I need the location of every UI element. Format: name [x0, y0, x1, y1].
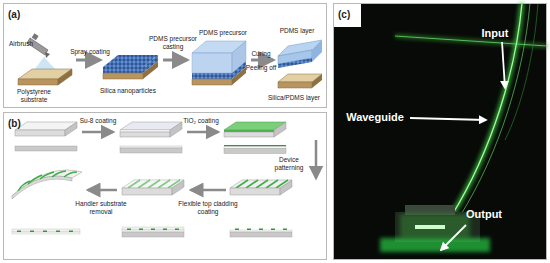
part-label: Peeling off [240, 64, 282, 72]
part-label: TiO₂ coating [178, 117, 224, 125]
process-arrow [315, 140, 318, 178]
process-arrow [251, 59, 273, 62]
process-arrow [191, 189, 226, 192]
panel-letter: (c) [338, 9, 350, 21]
fabrication-row-2 [12, 170, 292, 237]
part-label: Spray coating [68, 48, 112, 56]
process-arrow [163, 59, 187, 62]
part-label: Handler substrate removal [70, 200, 132, 216]
nanoparticle-slab [103, 55, 158, 79]
panel-frame: (c) [333, 3, 547, 260]
substrate-slab [18, 69, 72, 85]
photo-label: Waveguide [343, 111, 407, 124]
part-label: Polystyrene substrate [8, 88, 60, 104]
process-arrow [88, 189, 117, 192]
part-label: Curing [244, 50, 278, 58]
waveguide-photo [333, 3, 547, 260]
panel-frame: (b) [3, 112, 327, 260]
part-label: PDMS precursor [192, 29, 254, 37]
photo-label: Input [478, 27, 512, 40]
part-label: PDMS layer [270, 27, 324, 35]
part-label: Silica/PDMS layer [262, 94, 326, 102]
panel-frame: (a) [3, 3, 327, 108]
process-arrow [76, 59, 100, 62]
panel-letter: (b) [8, 118, 21, 130]
part-label: Device patterning [266, 156, 312, 172]
peeled-layer [278, 40, 322, 88]
photo-label: Output [463, 208, 505, 221]
part-label: Airbrush [4, 40, 38, 48]
fabrication-row-1 [15, 122, 286, 154]
process-arrow [187, 131, 218, 134]
part-label: Su-8 coating [76, 117, 120, 125]
panel-letter: (a) [8, 9, 20, 21]
pdms-cast-slab [192, 41, 246, 85]
process-arrow [82, 131, 113, 134]
part-label: Silica nanoparticles [92, 87, 164, 95]
airbrush-icon [27, 33, 56, 70]
part-label: PDMS precursor casting [146, 35, 200, 51]
part-label: Flexible top cladding coating [174, 200, 242, 216]
